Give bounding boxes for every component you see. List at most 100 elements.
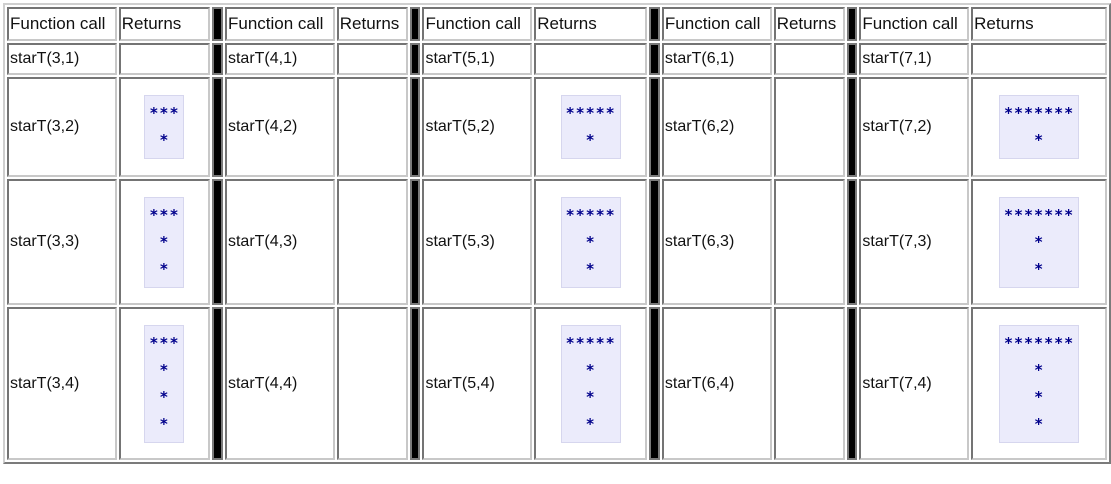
header-function-call: Function call	[859, 7, 970, 41]
star-line: *****	[565, 104, 616, 122]
star-line: *****	[565, 205, 616, 224]
returns-cell	[971, 43, 1107, 75]
star-line: *	[585, 387, 596, 406]
header-function-call: Function call	[661, 7, 772, 41]
star-pattern: ****	[144, 95, 185, 159]
function-call-cell: starT(3,3)	[7, 179, 117, 305]
table-row: starT(3,4)******starT(4,4)starT(5,4)****…	[7, 307, 1107, 460]
star-line: *******	[1003, 333, 1075, 352]
column-separator	[212, 43, 223, 75]
function-call-cell: starT(5,3)	[422, 179, 533, 305]
star-line: *******	[1003, 205, 1075, 224]
header-returns: Returns	[118, 7, 211, 41]
returns-cell: ****	[118, 77, 211, 177]
star-line: *	[1034, 259, 1045, 278]
function-call-cell: starT(7,3)	[859, 179, 970, 305]
star-line: *	[585, 131, 596, 149]
star-pattern: ********	[998, 95, 1080, 159]
header-function-call: Function call	[7, 7, 117, 41]
star-pattern: *********	[998, 196, 1080, 288]
column-separator	[409, 307, 421, 460]
star-function-table: Function call Returns Function call Retu…	[3, 3, 1111, 464]
column-separator	[846, 7, 858, 41]
function-call-cell: starT(4,1)	[224, 43, 335, 75]
column-separator	[212, 77, 223, 177]
header-returns: Returns	[971, 7, 1107, 41]
function-call-cell: starT(6,3)	[661, 179, 772, 305]
column-separator	[649, 179, 660, 305]
star-line: *	[159, 414, 170, 433]
function-call-cell: starT(5,4)	[422, 307, 533, 460]
table-row: starT(3,1) starT(4,1) starT(5,1) starT(6,1)…	[7, 43, 1107, 75]
column-separator	[649, 307, 660, 460]
returns-cell: *******	[534, 179, 648, 305]
column-separator	[649, 77, 660, 177]
star-line: ***	[149, 333, 180, 352]
star-line: *	[1034, 387, 1045, 406]
function-call-cell: starT(6,2)	[661, 77, 772, 177]
function-call-cell: starT(5,1)	[422, 43, 533, 75]
star-line: *	[159, 232, 170, 251]
returns-cell	[773, 43, 845, 75]
returns-cell	[336, 179, 408, 305]
star-pattern: ******	[560, 95, 621, 159]
returns-cell	[118, 43, 211, 75]
function-call-cell: starT(4,3)	[224, 179, 335, 305]
returns-cell	[336, 43, 408, 75]
function-call-cell: starT(7,2)	[859, 77, 970, 177]
star-line: *	[159, 360, 170, 379]
star-pattern: ********	[560, 324, 621, 443]
header-returns: Returns	[773, 7, 845, 41]
star-pattern: *****	[144, 196, 185, 288]
function-call-cell: starT(7,4)	[859, 307, 970, 460]
function-call-cell: starT(7,1)	[859, 43, 970, 75]
star-line: *	[585, 259, 596, 278]
function-call-cell: starT(6,4)	[661, 307, 772, 460]
column-separator	[846, 43, 858, 75]
star-line: *	[1034, 360, 1045, 379]
returns-cell: ******	[534, 77, 648, 177]
returns-cell	[773, 179, 845, 305]
column-separator	[212, 7, 223, 41]
returns-cell	[773, 307, 845, 460]
function-call-cell: starT(3,1)	[7, 43, 117, 75]
function-call-cell: starT(3,4)	[7, 307, 117, 460]
function-call-cell: starT(5,2)	[422, 77, 533, 177]
returns-cell: **********	[971, 307, 1107, 460]
star-line: *	[159, 259, 170, 278]
star-pattern: *******	[560, 196, 621, 288]
column-separator	[649, 7, 660, 41]
star-line: *******	[1003, 104, 1075, 122]
star-line: *	[1034, 414, 1045, 433]
column-separator	[409, 43, 421, 75]
returns-cell: ******	[118, 307, 211, 460]
table-row: starT(3,2)****starT(4,2)starT(5,2)******…	[7, 77, 1107, 177]
header-function-call: Function call	[224, 7, 335, 41]
header-returns: Returns	[336, 7, 408, 41]
star-line: *	[159, 387, 170, 406]
column-separator	[409, 77, 421, 177]
returns-cell	[773, 77, 845, 177]
header-row: Function call Returns Function call Retu…	[7, 7, 1107, 41]
returns-cell: *********	[971, 179, 1107, 305]
returns-cell	[336, 77, 408, 177]
function-call-cell: starT(6,1)	[661, 43, 772, 75]
star-line: *	[585, 360, 596, 379]
returns-cell	[336, 307, 408, 460]
returns-cell	[534, 43, 648, 75]
header-returns: Returns	[534, 7, 648, 41]
star-line: *	[1034, 232, 1045, 251]
column-separator	[846, 179, 858, 305]
returns-cell: ********	[534, 307, 648, 460]
star-line: ***	[149, 104, 180, 122]
column-separator	[846, 307, 858, 460]
header-function-call: Function call	[422, 7, 533, 41]
function-call-cell: starT(4,4)	[224, 307, 335, 460]
column-separator	[212, 307, 223, 460]
column-separator	[212, 179, 223, 305]
star-line: *	[159, 131, 170, 149]
returns-cell: *****	[118, 179, 211, 305]
star-line: *	[585, 232, 596, 251]
column-separator	[409, 7, 421, 41]
column-separator	[846, 77, 858, 177]
